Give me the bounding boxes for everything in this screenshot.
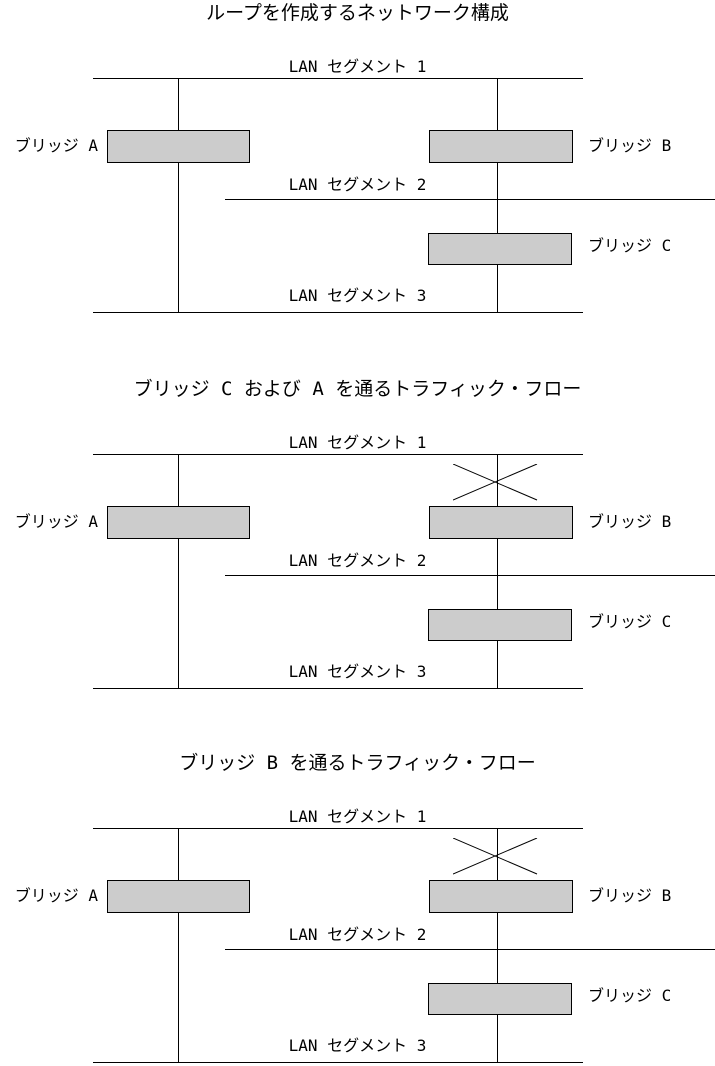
bridge-b-label: ブリッジ B [588,886,672,905]
lan-segment-3-label: LAN セグメント 3 [288,1036,427,1055]
bridge-a-label: ブリッジ A [14,136,98,155]
blocked-link-x-icon [453,464,538,501]
bridge-c-box [428,233,572,265]
lan-segment-1-label: LAN セグメント 1 [288,57,427,76]
bridge-b-box [429,880,573,913]
bridge-b-c-link-line [497,78,498,312]
bridge-a-box [107,506,250,539]
bridge-b-box [429,130,573,163]
loop-network-diagram: ループを作成するネットワーク構成 LAN セグメント 1 ブリッジ A ブリッジ… [0,0,715,330]
lan-segment-2-label: LAN セグメント 2 [288,551,427,570]
bridge-a-link-line [178,828,179,1062]
lan-segment-2-line [225,949,715,950]
lan-segment-1-line [93,828,583,829]
bridge-a-link-line [178,78,179,312]
diagram-title: ループを作成するネットワーク構成 [206,2,509,24]
lan-segment-1-label: LAN セグメント 1 [288,807,427,826]
lan-segment-2-label: LAN セグメント 2 [288,925,427,944]
traffic-flow-b-diagram: ブリッジ B を通るトラフィック・フロー LAN セグメント 1 ブリッジ A … [0,750,715,1066]
bridge-a-label: ブリッジ A [14,512,98,531]
diagram-title: ブリッジ B を通るトラフィック・フロー [179,752,536,774]
bridge-b-c-link-line [497,454,498,688]
blocked-link-x-icon [453,838,538,875]
bridge-a-box [107,880,250,913]
diagram-title: ブリッジ C および A を通るトラフィック・フロー [133,378,582,400]
bridge-a-box [107,130,250,163]
bridge-b-label: ブリッジ B [588,512,672,531]
bridge-b-c-link-line [497,828,498,1062]
bridge-a-link-line [178,454,179,688]
bridge-c-box [428,609,572,641]
lan-segment-3-label: LAN セグメント 3 [288,286,427,305]
lan-segment-1-line [93,454,583,455]
lan-segment-3-line [93,312,583,313]
lan-segment-3-line [93,1062,583,1063]
bridge-c-label: ブリッジ C [588,612,672,631]
lan-segment-2-line [225,575,715,576]
lan-segment-3-label: LAN セグメント 3 [288,662,427,681]
traffic-flow-c-and-a-diagram: ブリッジ C および A を通るトラフィック・フロー LAN セグメント 1 ブ… [0,376,715,706]
lan-segment-3-line [93,688,583,689]
bridge-b-box [429,506,573,539]
bridge-c-box [428,983,572,1015]
lan-segment-1-line [93,78,583,79]
bridge-c-label: ブリッジ C [588,986,672,1005]
lan-segment-2-label: LAN セグメント 2 [288,175,427,194]
lan-segment-1-label: LAN セグメント 1 [288,433,427,452]
bridge-b-label: ブリッジ B [588,136,672,155]
lan-segment-2-line [225,199,715,200]
bridge-a-label: ブリッジ A [14,886,98,905]
bridge-c-label: ブリッジ C [588,236,672,255]
